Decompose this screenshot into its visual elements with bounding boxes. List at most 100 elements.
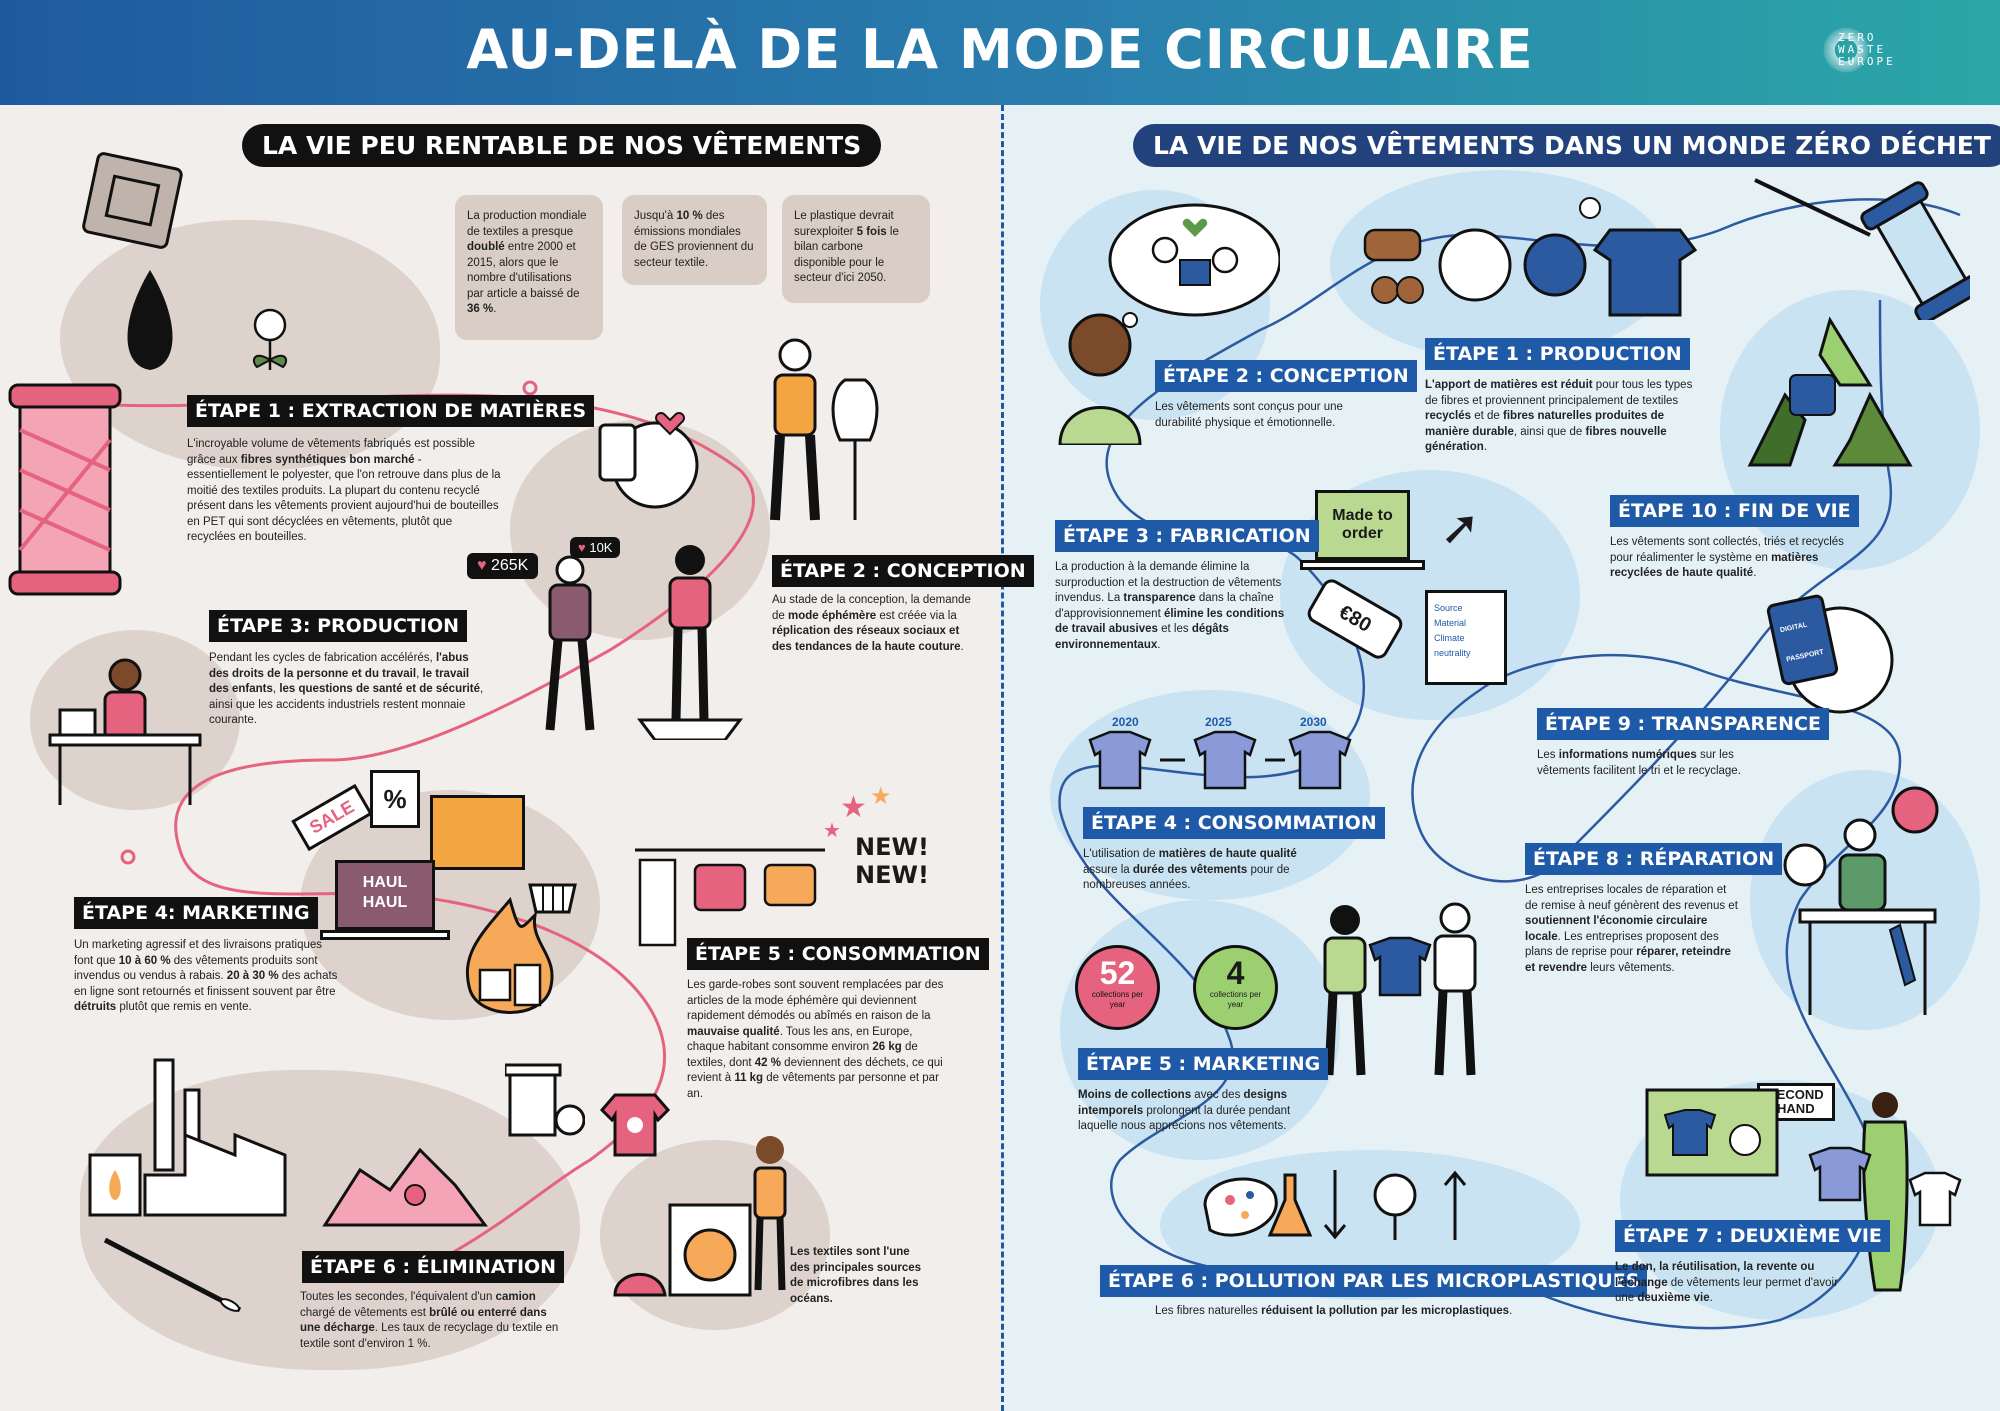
bg-blob [60,220,440,470]
left-step-2-label: ÉTAPE 2 : CONCEPTION [772,555,1034,587]
shirts-over-years-icon [1088,730,1352,790]
second-life-icon [1645,1088,1962,1292]
text-run: . [1753,567,1757,579]
heart-icon: ♥ [477,557,487,574]
bold-run: transparence [1123,592,1196,604]
stained-tshirt-icon [600,1093,670,1157]
right-section-title: LA VIE DE NOS VÊTEMENTS DANS UN MONDE ZÉ… [1133,124,2000,167]
collections-text: collections per year [1091,990,1144,1009]
left-step-4-label: ÉTAPE 4: MARKETING [74,897,318,929]
text-run: sur les vêtements facilitent le tri et l… [1537,749,1741,777]
bold-run: réparer, reteindre et revendre [1525,946,1731,974]
text-run: plutôt que remis en vente. [116,1001,252,1013]
collections-badge-4: 4 collections per year [1193,945,1278,1030]
laptop-base [320,930,450,940]
left-step-1-text: L'incroyable volume de vêtements fabriqu… [187,437,502,546]
fact-text: La production mondiale de textiles a pre… [467,210,587,238]
text-run: . Les entreprises proposent des plans de… [1525,930,1719,959]
bold-run: le travail des enfants [209,667,470,696]
fact-text: des émissions mondiales de GES provienne… [634,210,754,269]
text-run: de vêtements par personne et par an. [687,1072,939,1100]
left-step-5-label: ÉTAPE 5 : CONSOMMATION [687,938,989,970]
right-step-5-label: ÉTAPE 5 : MARKETING [1078,1048,1329,1080]
fact-box-production: La production mondiale de textiles a pre… [455,195,603,340]
spool-needle-icon [1754,178,1970,320]
text-run: Les fibres naturelles [1155,1305,1262,1317]
right-step-5-text: Moins de collections avec des designs in… [1078,1088,1303,1135]
bold-run: recyclés [1425,410,1472,422]
text-run: . [1483,441,1487,453]
bold-run: Le don, la réutilisation, la revente ou … [1615,1261,1815,1289]
text-run: assure la [1083,863,1133,876]
right-step-3-label: ÉTAPE 3 : FABRICATION [1055,520,1319,552]
fact-text: . [493,303,497,315]
text-run: , ainsi que les accidents industriels re… [209,683,484,726]
bold-run: informations numériques [1558,749,1697,761]
text-run: et de [1471,410,1504,422]
fact-text: Le plastique devrait surexploiter [794,210,894,238]
thread-spool-icon [8,383,122,596]
text-run: de vêtements leur permet d'avoir une [1615,1276,1838,1305]
year-2030: 2030 [1300,715,1327,729]
right-step-6-label: ÉTAPE 6 : POLLUTION PAR LES MICROPLASTIQ… [1100,1265,1648,1297]
fact-text: entre 2000 et 2015, alors que le nombre … [467,241,580,300]
laptop-text: Made to [1332,507,1393,524]
text-run: chargé de vêtements est [300,1306,430,1319]
cotton-plant-icon [252,308,288,370]
left-step-6-label: ÉTAPE 6 : ÉLIMINATION [302,1251,565,1283]
right-step-8-text: Les entreprises locales de réparation et… [1525,883,1740,976]
fact-bold: 36 % [467,303,494,315]
left-step-5-text: Les garde-robes sont souvent remplacées … [687,978,952,1102]
text-run: , ainsi que de [1513,425,1586,438]
product-info-card: Source Material Climate neutrality [1425,590,1507,685]
text-run: Les garde-robes sont souvent remplacées … [687,979,944,1022]
left-step-4-text: Un marketing agressif et des livraisons … [74,938,344,1016]
bold-run: réplication des réseaux sociaux et des t… [772,625,961,653]
right-step-9-text: Les informations numériques sur les vête… [1537,748,1752,779]
right-step-3-text: La production à la demande élimine la su… [1055,560,1285,653]
info-item: Source [1434,603,1463,613]
fact-text: le bilan carbone disponible pour le sect… [794,225,899,285]
collections-number: 52 [1099,955,1136,991]
bold-run: dégâts environnementaux [1055,623,1229,651]
header-banner: AU-DELÀ DE LA MODE CIRCULAIRE ZERO WASTE… [0,0,2000,105]
sewing-worker-icon [48,658,202,805]
second-hand-line: SECOND [1768,1087,1824,1102]
phone-hearts-icon [598,412,699,509]
right-step-4-text: L'utilisation de matières de haute quali… [1083,847,1308,894]
text-run: . [960,640,964,653]
text-run: prolongent la durée pendant laquelle nou… [1078,1104,1291,1133]
bg-blob [1060,900,1340,1160]
text-run: , [272,683,280,695]
shopping-bag-percent: % [370,770,420,828]
collections-text: collections per year [1209,990,1262,1009]
right-step-2-label: ÉTAPE 2 : CONCEPTION [1155,360,1417,392]
right-step-10-label: ÉTAPE 10 : FIN DE VIE [1610,495,1859,527]
text-run: . [1157,638,1161,651]
text-run: Les entreprises locales de réparation et… [1525,884,1738,912]
year-2020: 2020 [1112,715,1139,729]
bold-run: réduisent la pollution par les microplas… [1261,1305,1510,1317]
text-run: Un marketing agressif et des livraisons … [74,939,323,967]
designer-person-icon [1058,313,1142,445]
haul-text: HAUL [362,894,408,911]
right-step-6-text: Les fibres naturelles réduisent la pollu… [1155,1304,1555,1320]
bold-run: détruits [74,1001,117,1013]
text-run: L'utilisation de [1083,848,1159,860]
jerrycan-oil-icon [82,152,183,370]
right-step-8-label: ÉTAPE 8 : RÉPARATION [1525,843,1783,875]
text-run: Pendant les cycles de fabrication accélé… [209,652,436,664]
phone-shopper-frame [430,795,525,870]
fact-bold: doublé [467,241,505,253]
text-run: L'incroyable volume de vêtements fabriqu… [187,438,475,466]
logo-line: ZERO [1838,31,1877,44]
text-run: avec des [1191,1089,1244,1101]
bg-blob [1050,690,1370,900]
right-step-9-label: ÉTAPE 9 : TRANSPARENCE [1537,708,1829,740]
microfibres-note: Les textiles sont l'une des principales … [790,1245,925,1307]
haul-text: HAUL [362,874,408,891]
text-run: des achats en ligne sont retournés et fi… [74,970,338,998]
cursor-icon: ➚ [1440,502,1481,555]
trash-bin-icon [505,1063,585,1137]
bold-run: Moins de collections [1078,1089,1192,1101]
